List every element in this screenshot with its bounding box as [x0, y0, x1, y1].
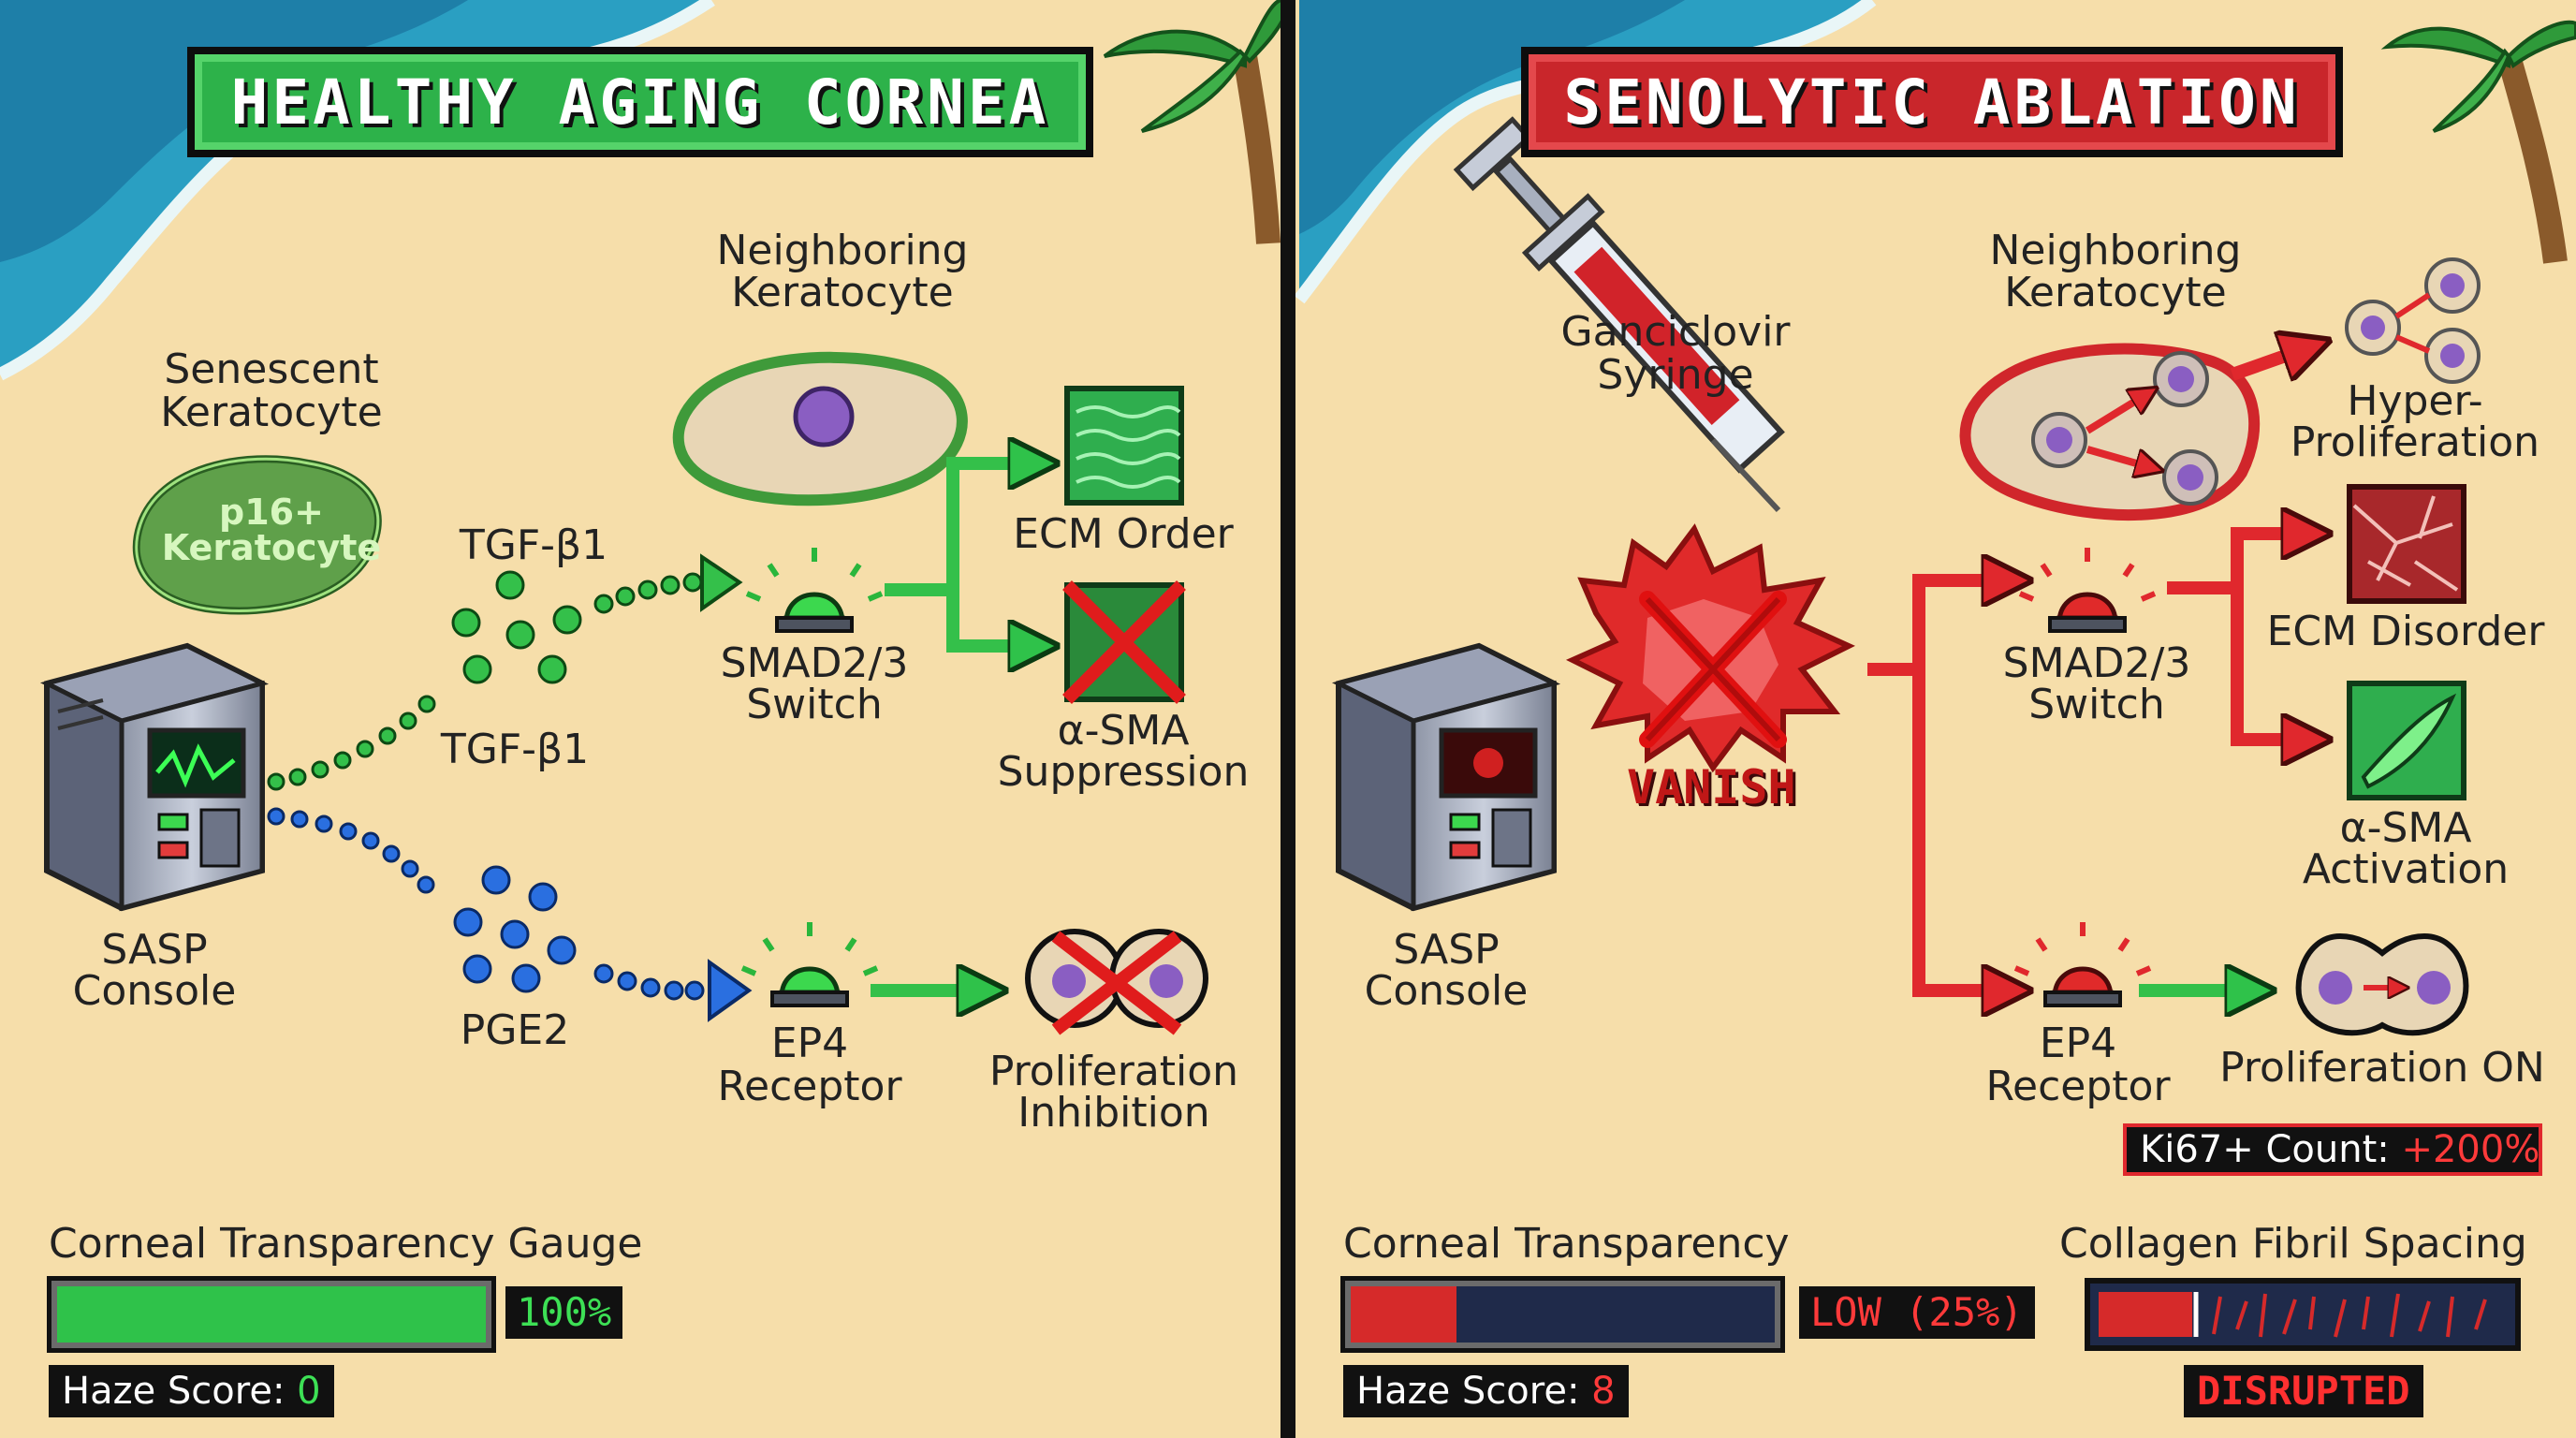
right-transparency-gauge [1340, 1276, 1785, 1353]
right-haze-label: Haze Score: [1356, 1370, 1592, 1413]
vanish-label: VANISH [1627, 760, 1796, 814]
senescent-label-line2: Keratocyte [160, 389, 383, 436]
panel-divider [1281, 0, 1295, 1438]
transparency-value: 100% [505, 1286, 623, 1339]
smad-label-line1: SMAD2/3 [720, 639, 909, 687]
tgf-signal-dots [267, 570, 703, 791]
smad-to-asma-activation-arrow [2231, 588, 2312, 740]
ecm-order-tile-icon [1064, 386, 1184, 506]
tgf-arrowhead [700, 553, 743, 612]
neighbor-right-line2: Keratocyte [2004, 269, 2227, 316]
prolif-label-line2: Inhibition [1017, 1089, 1210, 1137]
right-transparency-value: LOW (25%) [1799, 1286, 2035, 1339]
haze-score-value: 0 [297, 1370, 321, 1413]
right-transparency-label: Corneal Transparency [1343, 1220, 1790, 1268]
sasp-console-right-icon [1331, 642, 1561, 912]
smad-to-ecm-arrow [885, 463, 1039, 596]
haze-score-box: Haze Score: 0 [49, 1365, 334, 1417]
senescent-keratocyte-cell-icon [132, 455, 382, 615]
right-haze-value: 8 [1591, 1370, 1616, 1413]
sasp-right-line1: SASP [1393, 926, 1500, 974]
ep4-label-line1: EP4 [770, 1020, 849, 1067]
pge2-arrowhead [708, 959, 753, 1022]
proliferation-on-label: Proliferation ON [2219, 1044, 2545, 1092]
asma-suppression-tile-icon [1062, 580, 1186, 704]
p16-cell-text-line1: p16+ [219, 492, 324, 533]
hyperproliferation-cells-icon [2345, 257, 2481, 384]
ep4-siren-red-icon [2013, 922, 2152, 1007]
left-title-banner: HEALTHY AGING CORNEA [187, 47, 1093, 157]
neighbor-label-line1: Neighboring [716, 227, 969, 274]
pge2-signal-dots [267, 807, 705, 1001]
sasp-console-icon [39, 642, 270, 912]
neighbor-right-line1: Neighboring [1989, 227, 2242, 274]
ep4-siren-green-icon [740, 922, 879, 1007]
right-transparency-gauge-fill [1351, 1286, 1457, 1343]
syringe-label-line1: Ganciclovir [1560, 308, 1791, 356]
asma-right-line2: Activation [2302, 845, 2510, 893]
transparency-gauge [47, 1276, 496, 1353]
ecm-disorder-label: ECM Disorder [2266, 608, 2545, 655]
hyper-label-line1: Hyper- [2347, 377, 2483, 425]
explosion-to-ep4-arrow [1912, 669, 2012, 990]
asma-activation-tile-icon [2347, 681, 2466, 800]
ecm-order-label: ECM Order [1013, 510, 1234, 558]
to-hyperprolif-arrow [2230, 346, 2312, 374]
disrupted-badge: DISRUPTED [2184, 1365, 2423, 1417]
right-haze-score-box: Haze Score: 8 [1343, 1365, 1629, 1417]
p16-cell-text-line2: Keratocyte [161, 527, 382, 568]
collagen-fibril-gauge [2085, 1278, 2521, 1351]
ecm-disorder-tile-icon [2347, 484, 2466, 604]
asma-right-line1: α-SMA [2339, 804, 2472, 852]
smad-siren-green-icon [745, 548, 884, 633]
neighboring-keratocyte-cell-icon [672, 351, 968, 506]
right-title-banner: SENOLYTIC ABLATION [1521, 47, 2343, 157]
haze-score-label: Haze Score: [62, 1370, 298, 1413]
smad-right-line1: SMAD2/3 [2002, 639, 2191, 687]
ki67-value: +200% [2401, 1128, 2540, 1171]
sasp-right-line2: Console [1364, 967, 1529, 1015]
asma-label-line2: Suppression [997, 748, 1250, 796]
palm-tree-left-icon [1103, 0, 1295, 244]
sasp-label-line2: Console [72, 967, 237, 1015]
palm-tree-right-icon [2380, 20, 2576, 264]
ep4-right-line2: Receptor [1985, 1063, 2171, 1110]
smad-to-asma-arrow [946, 590, 1039, 646]
collagen-label: Collagen Fibril Spacing [2059, 1220, 2527, 1268]
neighbor-label-line2: Keratocyte [731, 269, 954, 316]
ganciclovir-syringe-icon [1453, 116, 1785, 513]
ep4-right-line1: EP4 [2039, 1020, 2117, 1067]
vanish-explosion-icon [1565, 523, 1855, 773]
tgf-top-label: TGF-β1 [459, 521, 608, 569]
pge2-label: PGE2 [460, 1006, 570, 1054]
tgf-bottom-label: TGF-β1 [440, 726, 590, 773]
smad-siren-red-icon [2018, 548, 2157, 633]
syringe-label-line2: Syringe [1597, 351, 1754, 399]
asma-label-line1: α-SMA [1057, 707, 1190, 755]
explosion-to-smad-arrow [1867, 580, 2012, 676]
smad-to-ecm-disorder-arrow [2167, 534, 2312, 594]
senescent-label-line1: Senescent [164, 345, 379, 393]
hyper-label-line2: Proliferation [2290, 418, 2540, 466]
neighboring-keratocyte-red-cell-icon [1959, 343, 2261, 521]
sasp-label-line1: SASP [101, 926, 208, 974]
smad-label-line2: Switch [746, 681, 883, 728]
ki67-count-box: Ki67+ Count: +200% [2123, 1123, 2542, 1176]
proliferation-inhibition-cells-icon [1025, 929, 1208, 1035]
transparency-gauge-label: Corneal Transparency Gauge [49, 1220, 643, 1268]
ki67-label: Ki67+ Count: [2140, 1128, 2402, 1171]
prolif-label-line1: Proliferation [988, 1048, 1239, 1095]
smad-right-line2: Switch [2028, 681, 2165, 728]
transparency-gauge-fill [57, 1286, 486, 1343]
proliferation-on-cells-icon [2295, 932, 2469, 1036]
ep4-label-line2: Receptor [717, 1063, 902, 1110]
